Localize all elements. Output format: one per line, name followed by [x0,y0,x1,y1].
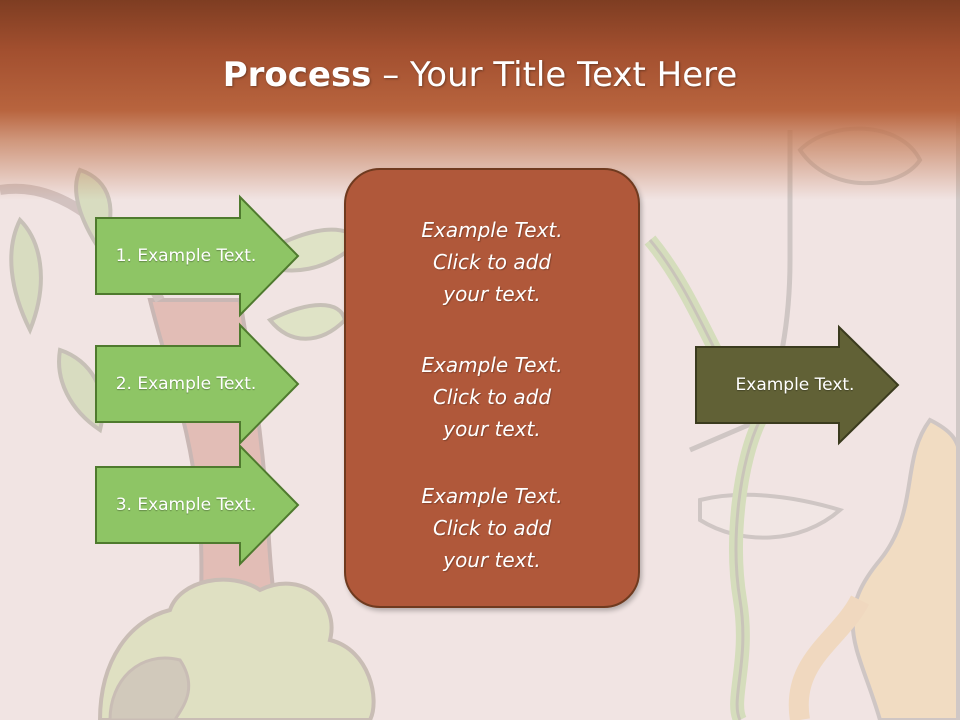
arrow-shape [695,324,900,446]
center-text-block-2[interactable]: Example Text. Click to add your text. [421,353,563,441]
step-arrow-label: 1. Example Text. [115,246,257,266]
center-text-box[interactable]: Example Text. Click to add your text. Ex… [344,168,640,608]
step-arrow-3[interactable]: 3. Example Text. [95,443,300,567]
arrow-shape [95,194,300,318]
result-arrow-label: Example Text. [735,375,855,395]
step-arrow-label: 3. Example Text. [115,495,257,515]
page-title: Process – Your Title Text Here [0,52,960,98]
step-arrow-label: 2. Example Text. [115,374,257,394]
title-bold: Process [222,55,372,95]
center-text-block-3[interactable]: Example Text. Click to add your text. [421,484,563,572]
arrow-shape [95,322,300,446]
title-rest: – Your Title Text Here [371,55,738,95]
title-band [0,0,960,200]
center-text-block-1[interactable]: Example Text. Click to add your text. [421,218,563,306]
arrow-shape [95,443,300,567]
step-arrow-2[interactable]: 2. Example Text. [95,322,300,446]
step-arrow-1[interactable]: 1. Example Text. [95,194,300,318]
result-arrow[interactable]: Example Text. [695,324,900,446]
